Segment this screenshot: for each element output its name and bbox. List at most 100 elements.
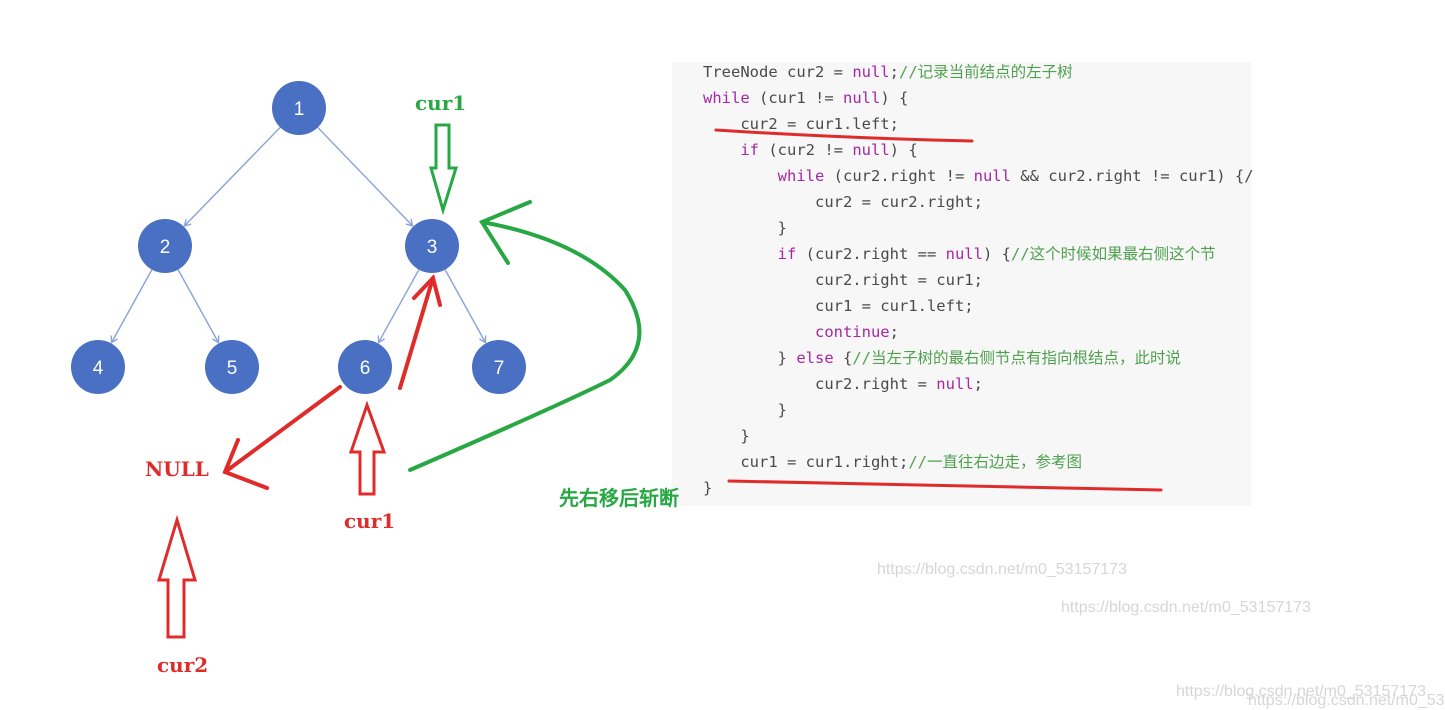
code-text: } [703, 401, 787, 419]
tree-node-label: 3 [427, 237, 438, 258]
tree-edge-arrowhead [110, 335, 118, 344]
code-line: cur1 = cur1.left; [703, 293, 974, 319]
tree-node-label: 5 [227, 358, 238, 379]
tree-edge-arrowhead [479, 335, 487, 344]
green-curved-arrow [408, 200, 642, 472]
watermark: https://blog.csdn.net/m0_53157173 [1176, 683, 1426, 700]
code-keyword: continue [814, 323, 890, 341]
code-line: } else {//当左子树的最右侧节点有指向根结点，此时说 [703, 345, 1181, 371]
code-line: } [703, 475, 712, 501]
code-keyword: while [777, 167, 825, 185]
code-text: cur1 = cur1.left; [703, 297, 974, 315]
code-text: ) { [880, 89, 909, 107]
code-comment: //一直往右边走，参考图 [908, 453, 1082, 471]
code-text: ) { [889, 141, 918, 159]
watermark: https://blog.csdn.net/m0_53 [1248, 692, 1445, 709]
code-line: continue; [703, 319, 899, 345]
code-text: } [703, 427, 750, 445]
code-text: } [703, 219, 787, 237]
tree-node-circle [338, 340, 392, 394]
code-keyword: null [852, 141, 890, 159]
tree-nodes: 1 2 3 4 5 6 7 [71, 81, 526, 394]
tree-node-circle [472, 340, 526, 394]
null-label: NULL [145, 457, 209, 481]
code-text: cur2.right = [703, 375, 937, 393]
note-label: 先右移后斩断 [559, 486, 679, 510]
tree-edge-1-2 [184, 126, 281, 227]
code-line: } [703, 397, 787, 423]
tree-node-1: 1 [272, 81, 326, 135]
tree-edge-arrowhead [377, 335, 385, 344]
code-underlines [714, 128, 1163, 492]
tree-node-7: 7 [472, 340, 526, 394]
code-line: } [703, 423, 750, 449]
code-text: TreeNode cur2 = [703, 63, 853, 81]
tree-edge-2-5 [177, 269, 220, 343]
red-arrow-6-to-null [222, 385, 342, 490]
code-keyword: null [945, 245, 983, 263]
code-comment: //当左子树的最右侧节点有指向根结点，此时说 [852, 349, 1181, 367]
code-text: (cur2.right != [824, 167, 974, 185]
tree-node-6: 6 [338, 340, 392, 394]
code-text: (cur2.right == [796, 245, 946, 263]
code-line: cur2.right = cur1; [703, 267, 983, 293]
code-text: ; [889, 323, 899, 341]
tree-edge-3-6 [377, 269, 420, 343]
red-arrow-6-to-3 [398, 274, 442, 390]
code-keyword: null [973, 167, 1011, 185]
code-keyword: null [852, 63, 890, 81]
tree-edges [110, 126, 487, 344]
code-text: } [703, 349, 797, 367]
code-line: cur1 = cur1.right;//一直往右边走，参考图 [703, 449, 1082, 475]
code-line: if (cur2 != null) { [703, 137, 918, 163]
code-text: ; [973, 375, 983, 393]
cur2-label: cur2 [157, 653, 208, 677]
code-keyword: while [703, 89, 750, 107]
tree-node-label: 4 [93, 358, 104, 379]
code-text: cur2.right = cur1; [703, 271, 983, 289]
tree-node-circle [405, 219, 459, 273]
cur1-bottom-label: cur1 [344, 509, 395, 533]
tree-edge-3-7 [444, 269, 487, 343]
code-text: ; [889, 63, 899, 81]
cur1-top-label: cur1 [415, 91, 466, 115]
code-text: cur2 = cur2.right; [703, 193, 983, 211]
tree-node-4: 4 [71, 340, 125, 394]
tree-node-label: 2 [160, 237, 171, 258]
code-line: } [703, 215, 787, 241]
code-keyword: null [936, 375, 974, 393]
code-text: ) { [982, 245, 1011, 263]
code-line: cur2 = cur1.left; [703, 111, 899, 137]
tree-node-circle [205, 340, 259, 394]
code-line: if (cur2.right == null) {//这个时候如果最右侧这个节 [703, 241, 1216, 267]
green-hollow-arrow-cur1 [429, 123, 459, 216]
tree-edge-arrowhead [212, 335, 220, 344]
code-text: cur2 = cur1.left; [703, 115, 899, 133]
tree-node-circle [71, 340, 125, 394]
code-line: cur2.right = null; [703, 371, 983, 397]
tree-edge-arrowhead [405, 218, 414, 227]
code-text: { [833, 349, 853, 367]
code-line: while (cur2.right != null && cur2.right … [703, 163, 1254, 189]
tree-node-label: 7 [494, 358, 505, 379]
red-hollow-arrow-cur2 [156, 514, 198, 639]
code-text: } [703, 479, 713, 497]
code-line: while (cur1 != null) { [703, 85, 908, 111]
tree-node-5: 5 [205, 340, 259, 394]
tree-node-2: 2 [138, 219, 192, 273]
code-text: cur1 = cur1.right; [703, 453, 909, 471]
tree-node-circle [138, 219, 192, 273]
code-keyword: if [740, 141, 759, 159]
tree-edge-arrowhead [183, 218, 192, 227]
tree-edge-2-4 [110, 269, 153, 343]
code-text: (cur1 != [749, 89, 843, 107]
code-keyword: null [843, 89, 881, 107]
code-line: TreeNode cur2 = null;//记录当前结点的左子树 [703, 59, 1073, 85]
tree-node-label: 1 [294, 99, 305, 120]
watermark: https://blog.csdn.net/m0_53157173 [1061, 599, 1311, 616]
code-text: && cur2.right != cur1) {/ [1010, 167, 1254, 185]
tree-edge-1-3 [317, 126, 414, 227]
tree-node-label: 6 [360, 358, 371, 379]
